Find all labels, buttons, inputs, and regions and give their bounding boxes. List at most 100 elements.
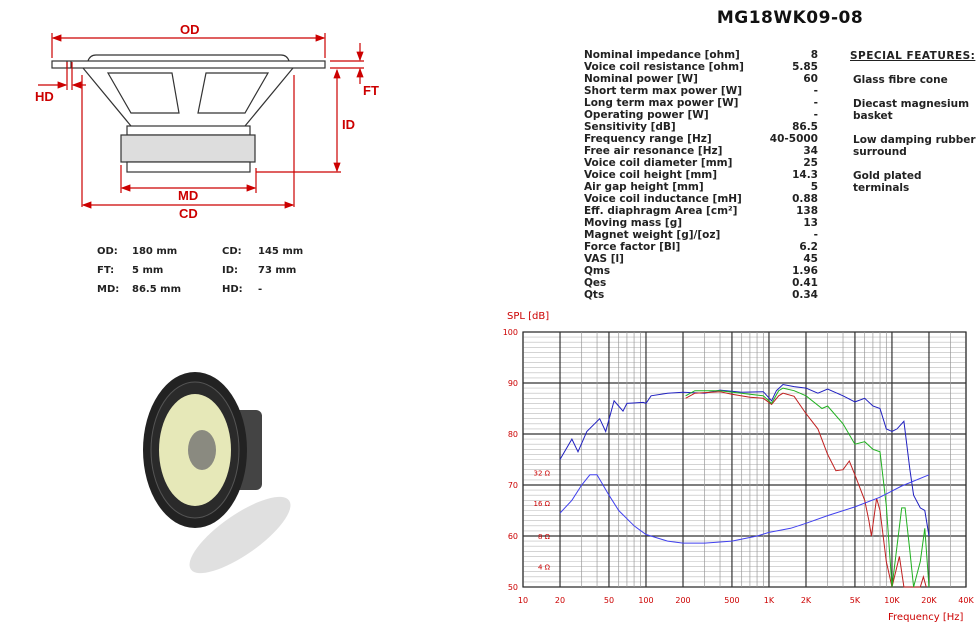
x-tick-label: 40K (958, 596, 974, 605)
spec-row: Voice coil diameter [mm] 25 (584, 157, 818, 169)
spec-value: 13 (803, 217, 818, 229)
x-tick-label: 100 (638, 596, 653, 605)
series-line-spl-60- (685, 391, 927, 588)
spec-row: Air gap height [mm] 5 (584, 181, 818, 193)
feature-item: Glass fibre cone (853, 74, 948, 86)
y-tick-label: 80 (508, 430, 518, 439)
spec-label: Eff. diaphragm Area [cm²] (584, 205, 738, 217)
spec-value: 25 (803, 157, 818, 169)
spec-row: Voice coil inductance [mH]0.88 (584, 193, 818, 205)
spec-label: Free air resonance [Hz] (584, 145, 723, 157)
spec-label: Magnet weight [g]/[oz] (584, 229, 721, 241)
y-tick-label: 50 (508, 583, 518, 592)
spec-value: - (813, 85, 818, 97)
dimension-value: 86.5 mm (132, 284, 181, 295)
spec-row: VAS [l] 45 (584, 253, 818, 265)
md-label: MD (178, 188, 198, 203)
spec-label: Operating power [W] (584, 109, 709, 121)
x-tick-label: 20 (555, 596, 565, 605)
spec-value: 0.34 (792, 289, 818, 301)
frequency-response-chart: 10 20 50 100 200 500 1K 2K 5K 10K 20K 40K 100 90 80 70 6… (503, 328, 975, 605)
spec-value: 5 (810, 181, 818, 193)
spec-label: Nominal power [W] (584, 73, 698, 85)
spec-row: Frequency range [Hz]40-5000 (584, 133, 818, 145)
spec-row: Free air resonance [Hz] 34 (584, 145, 818, 157)
y-tick-label: 70 (508, 481, 518, 490)
dimension-label: MD: (97, 284, 120, 295)
spec-row: Magnet weight [g]/[oz] - (584, 229, 818, 241)
spec-row: Nominal impedance [ohm] 8 (584, 49, 818, 61)
impedance-tick-label: 32 Ω (534, 469, 551, 477)
features-heading: SPECIAL FEATURES: (850, 50, 976, 62)
spec-label: Nominal impedance [ohm] (584, 49, 740, 61)
spec-label: Voice coil inductance [mH] (584, 193, 742, 205)
spec-row: Qms 1.96 (584, 265, 818, 277)
spec-label: Sensitivity [dB] (584, 121, 676, 133)
feature-item: Diecast magnesium basket (853, 98, 970, 122)
spec-value: 60 (803, 73, 818, 85)
y-axis-label: SPL [dB] (507, 311, 550, 322)
spec-value: 34 (803, 145, 818, 157)
x-tick-label: 5K (850, 596, 861, 605)
impedance-tick-label: 4 Ω (538, 564, 551, 572)
feature-item: Gold plated terminals (853, 170, 922, 194)
x-tick-label: 10K (884, 596, 900, 605)
hd-label: HD (35, 89, 54, 104)
spec-value: 45 (803, 253, 818, 265)
x-tick-label: 1K (764, 596, 775, 605)
spec-label: Air gap height [mm] (584, 181, 704, 193)
spec-label: Frequency range [Hz] (584, 133, 712, 145)
spec-label: Force factor [Bl] (584, 241, 681, 253)
spec-value: 138 (796, 205, 818, 217)
dimension-label: HD: (222, 284, 243, 295)
spec-label: Voice coil diameter [mm] (584, 157, 733, 169)
x-tick-label: 20K (921, 596, 937, 605)
dimension-label: FT: (97, 265, 115, 276)
od-label: OD (180, 22, 200, 37)
spec-row: Force factor [Bl] 6.2 (584, 241, 818, 253)
spec-value: 6.2 (799, 241, 818, 253)
spec-label: VAS [l] (584, 253, 624, 265)
spec-row: Long term max power [W]- (584, 97, 818, 109)
spec-label: Long term max power [W] (584, 97, 739, 109)
x-tick-label: 50 (604, 596, 614, 605)
ft-label: FT (363, 83, 379, 98)
spec-value: 0.41 (792, 277, 818, 289)
x-tick-label: 2K (801, 596, 812, 605)
y-tick-label: 90 (508, 379, 518, 388)
impedance-tick-label: 8 Ω (538, 533, 551, 541)
x-tick-label: 500 (724, 596, 739, 605)
dimension-drawing: OD HD FT ID MD CD (35, 22, 379, 221)
speaker-photo (143, 372, 291, 574)
series-line-impedance (559, 474, 930, 544)
cd-label: CD (179, 206, 198, 221)
spec-value: 1.96 (792, 265, 818, 277)
dimension-value: - (258, 284, 263, 295)
spec-value: - (813, 109, 818, 121)
model-title: MG18WK09-08 (716, 8, 864, 28)
series-line-spl-30- (685, 387, 930, 588)
spec-value: - (813, 229, 818, 241)
spec-row: Voice coil height [mm]14.3 (584, 169, 818, 181)
x-tick-label: 10 (518, 596, 528, 605)
y-tick-label: 100 (503, 328, 518, 337)
dimension-label: ID: (222, 265, 239, 276)
y-tick-label: 60 (508, 532, 518, 541)
feature-item: Low damping rubber surround (853, 134, 976, 158)
spec-label: Voice coil resistance [ohm] (584, 61, 744, 73)
x-tick-label: 200 (675, 596, 690, 605)
spec-label: Moving mass [g] (584, 217, 683, 229)
spec-row: Nominal power [W] 60 (584, 73, 818, 85)
spec-row: Sensitivity [dB] 86.5 (584, 121, 818, 133)
dimension-label: CD: (222, 246, 242, 257)
series-line-spl-on-axis (559, 383, 930, 537)
spec-value: 14.3 (792, 169, 818, 181)
spec-value: 8 (810, 49, 818, 61)
spec-value: 86.5 (792, 121, 818, 133)
spec-label: Qms (584, 265, 611, 277)
spec-row: Short term max power [W]- (584, 85, 818, 97)
spec-row: Operating power [W] - (584, 109, 818, 121)
impedance-tick-label: 16 Ω (534, 500, 551, 508)
